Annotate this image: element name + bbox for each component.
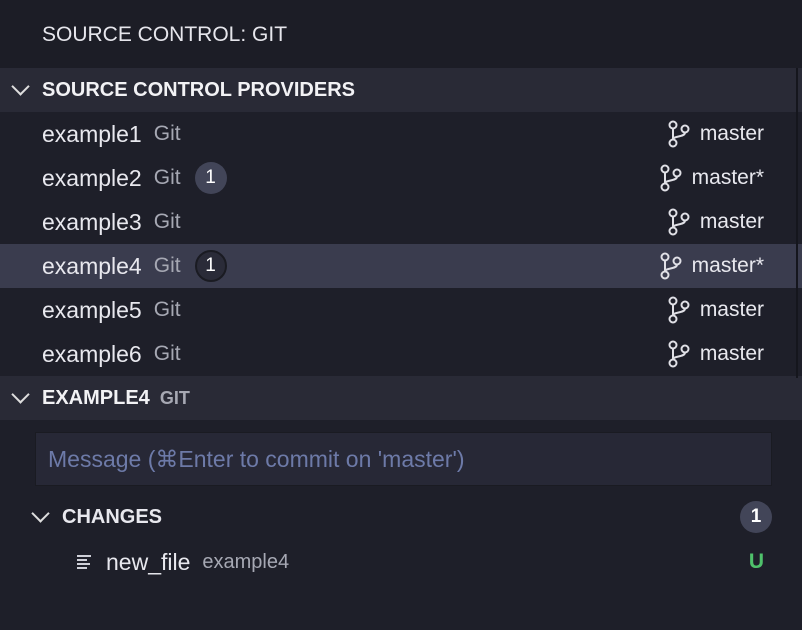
provider-type: Git bbox=[153, 210, 181, 233]
provider-type: Git bbox=[153, 254, 181, 277]
provider-row-example1[interactable]: example1 Git master bbox=[0, 112, 802, 156]
branch-indicator[interactable]: master* bbox=[660, 252, 764, 280]
provider-name: example3 bbox=[42, 208, 142, 235]
git-branch-icon bbox=[668, 208, 690, 236]
file-name: new_file bbox=[106, 548, 191, 575]
providers-section-title: SOURCE CONTROL PROVIDERS bbox=[42, 78, 355, 101]
git-branch-icon bbox=[660, 164, 682, 192]
changed-file-row[interactable]: new_file example4 U bbox=[0, 540, 802, 584]
chevron-down-icon bbox=[30, 506, 52, 528]
repo-name: EXAMPLE4 bbox=[42, 386, 150, 409]
changes-badge: 1 bbox=[194, 162, 227, 194]
provider-type: Git bbox=[153, 298, 181, 321]
panel-divider bbox=[796, 68, 798, 378]
branch-name: master* bbox=[691, 254, 764, 277]
branch-indicator[interactable]: master bbox=[668, 120, 764, 148]
repo-section-header[interactable]: EXAMPLE4 GIT bbox=[0, 376, 802, 420]
provider-name: example6 bbox=[42, 340, 142, 367]
branch-name: master bbox=[699, 210, 764, 233]
branch-indicator[interactable]: master bbox=[668, 296, 764, 324]
branch-indicator[interactable]: master* bbox=[660, 164, 764, 192]
git-branch-icon bbox=[660, 252, 682, 280]
provider-row-example2[interactable]: example2 Git 1 master* bbox=[0, 156, 802, 200]
provider-name: example5 bbox=[42, 296, 142, 323]
changes-group-header[interactable]: CHANGES 1 bbox=[0, 494, 802, 540]
branch-name: master bbox=[699, 122, 764, 145]
changes-label: CHANGES bbox=[62, 505, 163, 528]
provider-row-example4[interactable]: example4 Git 1 master* bbox=[0, 244, 802, 288]
git-branch-icon bbox=[668, 120, 690, 148]
branch-name: master bbox=[699, 342, 764, 365]
panel-title: SOURCE CONTROL: GIT bbox=[0, 0, 802, 68]
file-folder: example4 bbox=[202, 550, 290, 573]
branch-name: master bbox=[699, 298, 764, 321]
chevron-down-icon bbox=[10, 79, 32, 101]
branch-indicator[interactable]: master bbox=[668, 208, 764, 236]
provider-name: example1 bbox=[42, 120, 142, 147]
provider-type: Git bbox=[153, 342, 181, 365]
chevron-down-icon bbox=[10, 387, 32, 409]
file-status-untracked: U bbox=[748, 550, 764, 573]
provider-name: example4 bbox=[42, 252, 142, 279]
changes-badge: 1 bbox=[194, 250, 227, 282]
provider-row-example6[interactable]: example6 Git master bbox=[0, 332, 802, 376]
branch-indicator[interactable]: master bbox=[668, 340, 764, 368]
repo-type: GIT bbox=[159, 387, 190, 408]
provider-row-example3[interactable]: example3 Git master bbox=[0, 200, 802, 244]
provider-name: example2 bbox=[42, 164, 142, 191]
branch-name: master* bbox=[691, 166, 764, 189]
provider-type: Git bbox=[153, 122, 181, 145]
providers-section-header[interactable]: SOURCE CONTROL PROVIDERS bbox=[0, 68, 802, 112]
git-branch-icon bbox=[668, 340, 690, 368]
commit-message-input[interactable]: Message (⌘Enter to commit on 'master') bbox=[35, 432, 772, 486]
git-branch-icon bbox=[668, 296, 690, 324]
commit-message-placeholder: Message (⌘Enter to commit on 'master') bbox=[48, 445, 465, 472]
provider-row-example5[interactable]: example5 Git master bbox=[0, 288, 802, 332]
file-lines-icon bbox=[77, 555, 91, 569]
provider-type: Git bbox=[153, 166, 181, 189]
changes-count-badge: 1 bbox=[740, 501, 772, 533]
